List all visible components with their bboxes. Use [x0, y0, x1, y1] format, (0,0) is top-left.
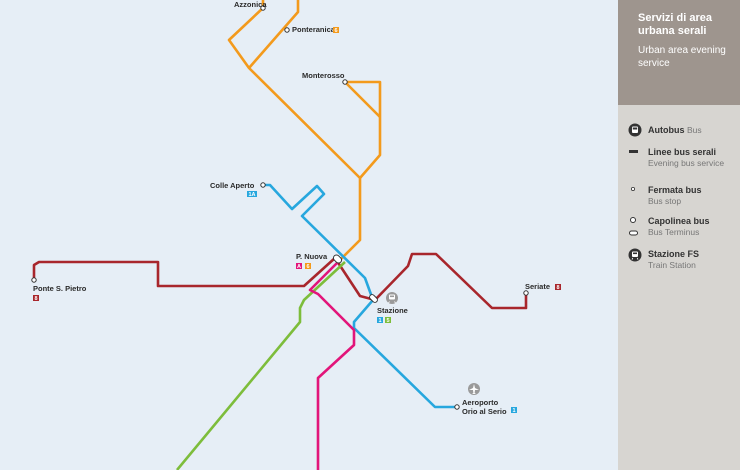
label-aeroporto-1: Aeroporto: [462, 398, 499, 407]
legend-train-sub: Train Station: [648, 260, 696, 270]
stop-aeroporto[interactable]: [454, 404, 460, 410]
bus-icon: [628, 123, 642, 137]
svg-text:8: 8: [556, 285, 559, 291]
badge-ponteranica: 6: [333, 27, 339, 34]
line-green: [176, 261, 346, 470]
legend-item-bus-stop: Fermata bus Bus stop: [648, 185, 738, 207]
badge-p-nuova-b: 6: [305, 263, 311, 270]
svg-text:1: 1: [378, 318, 381, 324]
legend-lines-sub: Evening bus service: [648, 158, 725, 168]
svg-text:6: 6: [334, 28, 337, 34]
legend-subtitle: Urban area evening service: [638, 45, 726, 69]
p-nuova-terminus: [332, 254, 343, 264]
line-orange-branch-top: [248, 0, 300, 69]
stop-ponte-s-pietro[interactable]: [31, 277, 37, 283]
label-aeroporto-2: Orio al Serio: [462, 407, 507, 416]
stop-colle-aperto[interactable]: [260, 182, 266, 188]
legend-item-train-station: Stazione FS Train Station: [648, 249, 738, 271]
legend-header: Servizi di area urbana serali Urban area…: [618, 0, 740, 105]
line-orange-monterosso-loop: [344, 81, 381, 118]
label-ponteranica: Ponteranica: [292, 25, 336, 34]
stazione-terminus: [369, 294, 378, 303]
legend-item-evening-lines: Linee bus serali Evening bus service: [648, 147, 738, 169]
badge-aeroporto: 1: [511, 407, 517, 414]
train-station-icon: [386, 292, 398, 304]
legend-bus-title: Autobus: [648, 125, 685, 135]
svg-text:A: A: [297, 264, 301, 270]
airport-icon: [468, 383, 480, 395]
label-monterosso: Monterosso: [302, 71, 345, 80]
label-azzonica: Azzonica: [234, 0, 267, 9]
legend-train-title: Stazione FS: [648, 249, 700, 259]
badge-stazione-a: 1: [377, 317, 383, 324]
label-ponte-s-pietro: Ponte S. Pietro: [33, 284, 87, 293]
badge-p-nuova-a: A: [296, 263, 302, 270]
svg-text:1: 1: [512, 408, 515, 414]
bus-terminus-icon: [629, 217, 638, 236]
legend-terminus-title: Capolinea bus: [648, 216, 710, 226]
label-p-nuova: P. Nuova: [296, 252, 328, 261]
svg-text:8: 8: [34, 296, 37, 302]
legend-panel: Servizi di area urbana serali Urban area…: [618, 0, 740, 470]
stop-ponteranica[interactable]: [284, 27, 290, 33]
badge-ponte-s-pietro: 8: [33, 295, 39, 302]
transit-map: Azzonica Ponteranica Monterosso Colle Ap…: [31, 0, 561, 470]
line-red: [32, 252, 528, 310]
stop-monterosso[interactable]: [342, 79, 348, 85]
svg-text:6: 6: [306, 264, 309, 270]
bus-stop-icon: [630, 186, 636, 192]
svg-text:1A: 1A: [248, 192, 255, 198]
legend-title: Servizi di area urbana serali: [638, 12, 712, 37]
legend-item-bus: Autobus Bus: [648, 125, 738, 136]
legend-lines-title: Linee bus serali: [648, 147, 717, 157]
legend-item-bus-terminus: Capolinea bus Bus Terminus: [648, 216, 738, 238]
network-svg: Azzonica Ponteranica Monterosso Colle Ap…: [31, 0, 561, 470]
line-blue: [263, 183, 457, 409]
line-magenta: [308, 261, 356, 470]
legend-terminus-sub: Bus Terminus: [648, 227, 700, 237]
label-colle-aperto: Colle Aperto: [210, 181, 255, 190]
stop-seriate[interactable]: [523, 290, 529, 296]
line-swatch-icon: [629, 150, 638, 153]
badge-seriate: 8: [555, 284, 561, 291]
legend-stop-sub: Bus stop: [648, 196, 682, 206]
legend-stop-title: Fermata bus: [648, 185, 702, 195]
train-icon: [628, 248, 642, 262]
line-orange-monterosso: [345, 80, 382, 179]
badge-colle-aperto: 1A: [247, 191, 257, 198]
svg-text:5: 5: [386, 318, 389, 324]
label-stazione: Stazione: [377, 306, 408, 315]
badge-stazione-b: 5: [385, 317, 391, 324]
legend-bus-title-en: Bus: [687, 125, 702, 135]
label-seriate: Seriate: [525, 282, 550, 291]
line-orange: [227, 0, 362, 263]
stop-azzonica[interactable]: [260, 5, 266, 11]
